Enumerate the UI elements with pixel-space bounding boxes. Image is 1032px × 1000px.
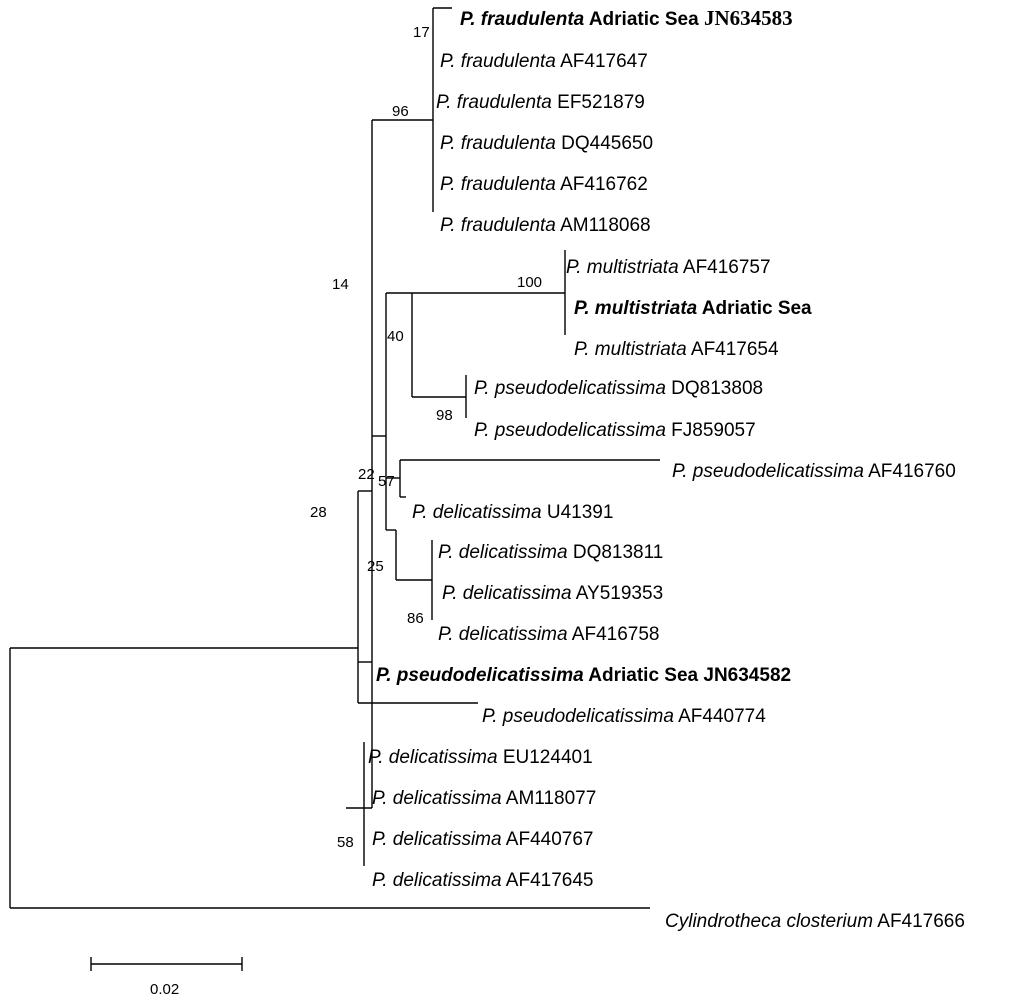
leaf-label: P. fraudulenta AF417647: [440, 51, 648, 72]
bootstrap-value: 28: [310, 504, 327, 521]
leaf-label: Cylindrotheca closterium AF417666: [665, 911, 965, 932]
bootstrap-value: 40: [387, 328, 404, 345]
tree-branches: [9, 7, 660, 909]
leaf-label: P. fraudulenta AF416762: [440, 174, 648, 195]
leaf-label: P. delicatissima AF440767: [372, 829, 593, 850]
leaf-label: P. delicatissima U41391: [412, 502, 613, 523]
bootstrap-value: 14: [332, 276, 349, 293]
bootstrap-value: 25: [367, 558, 384, 575]
leaf-label: P. multistriata AF417654: [574, 339, 779, 360]
bootstrap-value: 17: [413, 24, 430, 41]
leaf-label: P. delicatissima AF416758: [438, 624, 659, 645]
leaf-label: P. delicatissima AY519353: [442, 583, 663, 604]
leaf-label: P. pseudodelicatissima FJ859057: [474, 420, 756, 441]
leaf-label: P. delicatissima EU124401: [368, 747, 593, 768]
bootstrap-value: 98: [436, 407, 453, 424]
bootstrap-value: 96: [392, 103, 409, 120]
bootstrap-value: 58: [337, 834, 354, 851]
leaf-label: P. pseudodelicatissima AF440774: [482, 706, 766, 727]
scale-bar-label: 0.02: [150, 981, 179, 998]
bootstrap-value: 57: [378, 473, 395, 490]
leaf-label: P. multistriata Adriatic Sea: [574, 298, 812, 319]
leaf-label: P. fraudulenta DQ445650: [440, 133, 653, 154]
leaf-label: P. delicatissima AF417645: [372, 870, 593, 891]
leaf-label: P. delicatissima DQ813811: [438, 542, 663, 563]
leaf-label: P. pseudodelicatissima Adriatic Sea JN63…: [376, 665, 791, 686]
bootstrap-value: 22: [358, 466, 375, 483]
leaf-label: P. pseudodelicatissima AF416760: [672, 461, 956, 482]
leaf-label: P. pseudodelicatissima DQ813808: [474, 378, 763, 399]
leaf-label: P. multistriata AF416757: [566, 257, 771, 278]
bootstrap-value: 86: [407, 610, 424, 627]
scale-bar: 0.02: [90, 957, 243, 998]
leaf-label: P. delicatissima AM118077: [372, 788, 596, 809]
leaf-label: P. fraudulenta AM118068: [440, 215, 651, 236]
leaf-labels: P. fraudulenta Adriatic Sea JN634583 P. …: [368, 6, 965, 932]
leaf-label: P. fraudulenta Adriatic Sea JN634583: [460, 6, 793, 30]
bootstrap-value: 100: [517, 274, 542, 291]
leaf-label: P. fraudulenta EF521879: [436, 92, 645, 113]
bootstrap-values: 17 96 14 100 40 98 57 22 28 25 86 58: [310, 24, 542, 851]
